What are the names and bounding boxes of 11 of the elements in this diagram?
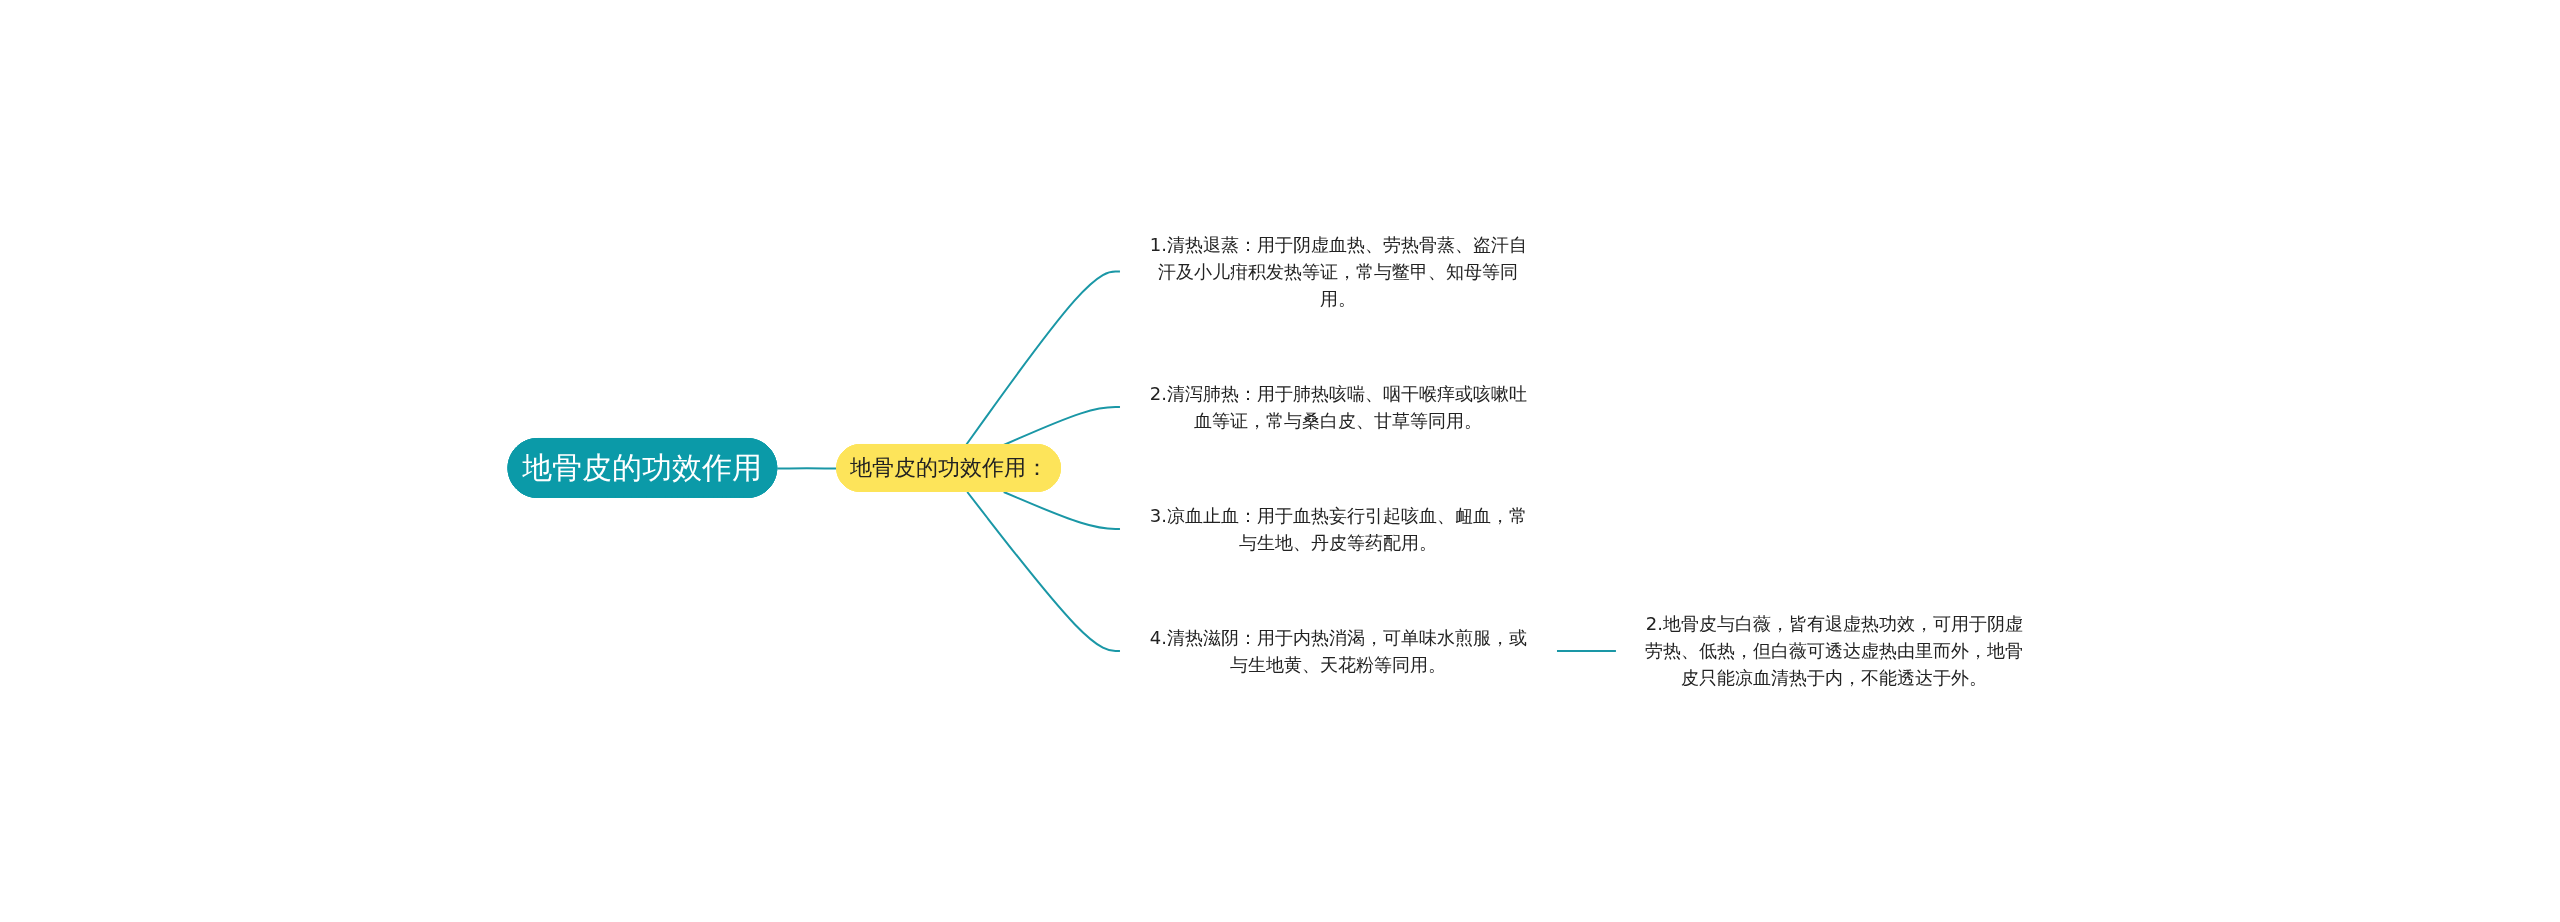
node-text: 3.凉血止血：用于血热妄行引起咳血、衄血，常与生地、丹皮等药配用。	[1149, 504, 1527, 553]
connector	[776, 466, 838, 470]
connector	[964, 270, 1122, 446]
connector	[1002, 405, 1122, 446]
connector	[1555, 649, 1618, 652]
connector	[966, 490, 1122, 652]
node-text: 1.清热退蒸：用于阴虚血热、劳热骨蒸、盗汗自汗及小儿疳积发热等证，常与鳖甲、知母等同用。	[1149, 233, 1527, 309]
connector	[1002, 490, 1122, 530]
node-text: 4.清热滋阴：用于内热消渴，可单味水煎服，或与生地黄、天花粉等同用。	[1149, 626, 1527, 675]
node-text: 2.地骨皮与白薇，皆有退虚热功效，可用于阴虚劳热、低热，但白薇可透达虚热由里而外，地骨皮只能凉血清热于内，不能透达于外。	[1645, 613, 2024, 689]
node-text: 2.清泻肺热：用于肺热咳喘、咽干喉痒或咳嗽吐血等证，常与桑白皮、甘草等同用。	[1149, 382, 1527, 431]
